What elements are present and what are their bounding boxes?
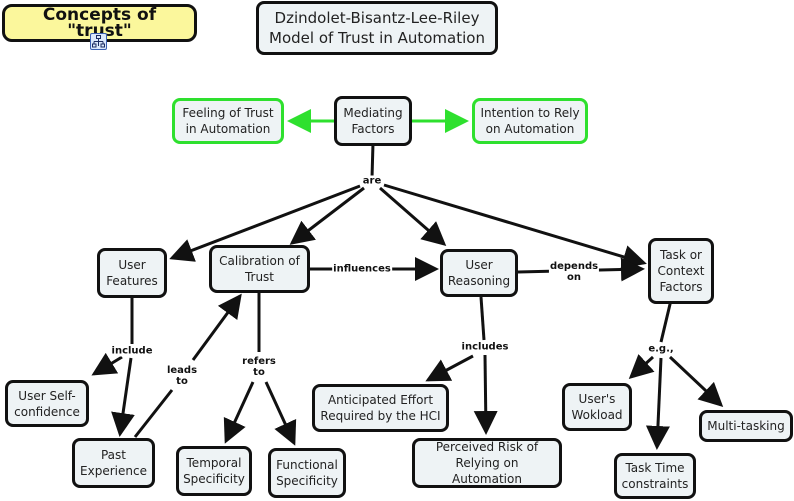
node-mediating-factors[interactable]: Mediating Factors: [334, 96, 412, 146]
link-includes[interactable]: includes: [460, 341, 510, 353]
edge-are-calibration: [289, 186, 365, 245]
node-users-workload[interactable]: User's Wokload: [562, 383, 632, 431]
edge-reasoning-includes: [479, 296, 486, 341]
node-task-time-constraints[interactable]: Task Time constraints: [614, 453, 696, 499]
node-perceived-risk[interactable]: Perceived Risk of Relying on Automation: [412, 438, 562, 488]
node-task-or-context-factors[interactable]: Task or Context Factors: [648, 238, 714, 304]
model-title[interactable]: Dzindolet-Bisantz-Lee-Riley Model of Tru…: [256, 1, 498, 55]
edge-includes-risk: [473, 354, 498, 435]
link-influences[interactable]: influences: [332, 263, 392, 275]
edge-eg-multitasking: [668, 355, 724, 408]
hierarchy-glyph: [92, 35, 105, 48]
edge-leadsto-calibration: [191, 293, 242, 361]
edge-includes-anticipated: [425, 354, 474, 382]
node-multi-tasking[interactable]: Multi-tasking: [699, 410, 793, 442]
link-eg[interactable]: e.g.,: [647, 343, 675, 355]
edge-task-eg: [659, 299, 673, 343]
submap-icon[interactable]: [90, 33, 107, 50]
edge-past-leadsto: [133, 389, 174, 438]
edge-eg-workload: [628, 353, 655, 380]
link-depends-on[interactable]: depends on: [548, 261, 600, 283]
edge-refers-functional: [264, 381, 297, 446]
node-user-self-confidence[interactable]: User Self- confidence: [5, 380, 89, 427]
node-feeling-of-trust[interactable]: Feeling of Trust in Automation: [172, 98, 284, 144]
node-functional-specificity[interactable]: Functional Specificity: [268, 448, 346, 498]
link-are[interactable]: are: [361, 175, 383, 187]
edge-refers-temporal: [223, 381, 255, 444]
node-user-reasoning[interactable]: User Reasoning: [440, 249, 518, 297]
link-leads-to[interactable]: leads to: [165, 365, 199, 387]
node-anticipated-effort[interactable]: Anticipated Effort Required by the HCI: [312, 384, 449, 432]
node-intention-to-rely[interactable]: Intention to Rely on Automation: [472, 98, 588, 144]
node-calibration-of-trust[interactable]: Calibration of Trust: [209, 245, 310, 293]
concepts-of-trust-title[interactable]: Concepts of "trust": [2, 4, 197, 42]
node-temporal-specificity[interactable]: Temporal Specificity: [176, 446, 252, 496]
link-include[interactable]: include: [110, 345, 154, 357]
link-refers-to[interactable]: refers to: [241, 356, 277, 378]
edge-include-selfconfidence: [91, 352, 123, 376]
node-past-experience[interactable]: Past Experience: [72, 438, 155, 488]
edge-mediating-are: [370, 142, 375, 179]
edge-include-past: [111, 357, 135, 437]
edge-are-reasoning: [379, 186, 447, 246]
node-user-features[interactable]: User Features: [97, 248, 167, 298]
edge-are-task: [383, 183, 647, 269]
edge-are-userfeatures: [169, 184, 361, 262]
edge-eg-tasktime: [645, 357, 670, 450]
